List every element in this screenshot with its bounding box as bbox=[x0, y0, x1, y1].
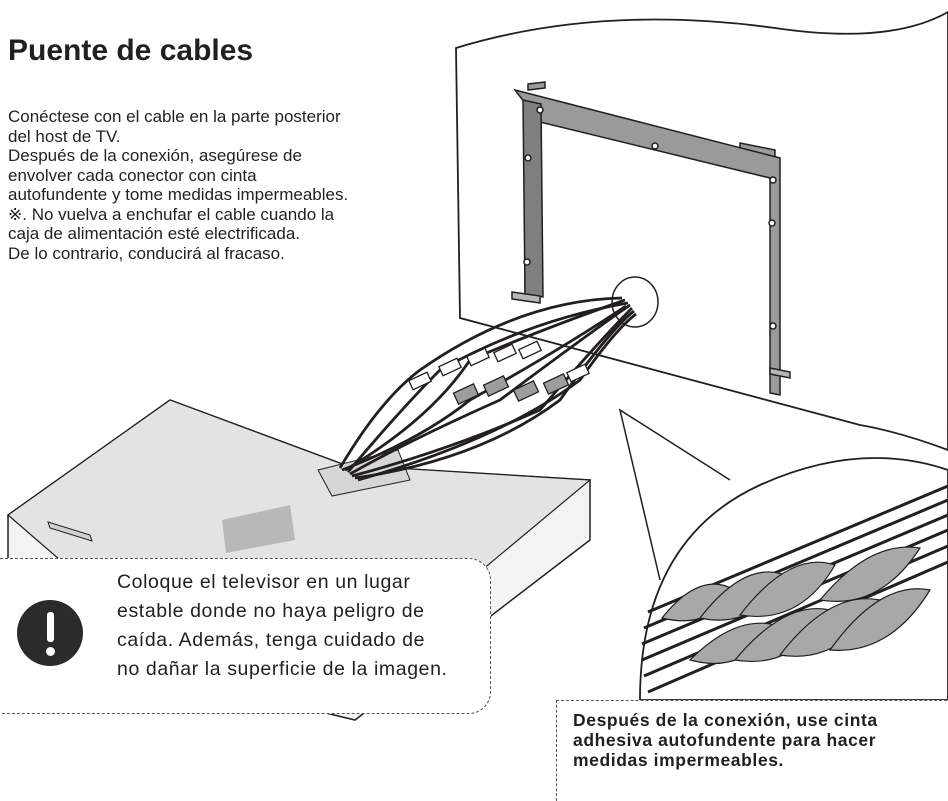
page-title: Puente de cables bbox=[8, 34, 254, 67]
mounting-bracket bbox=[511, 81, 791, 396]
instruction-line: Conéctese con el cable en la parte poste… bbox=[8, 107, 341, 126]
instruction-line: del host de TV. bbox=[8, 126, 121, 146]
warning-line: no dañar la superficie de la imagen. bbox=[117, 658, 448, 680]
note-line: Después de la conexión, use cinta bbox=[573, 710, 878, 730]
note-text: Después de la conexión, use cinta adhesi… bbox=[573, 710, 948, 770]
instruction-line: autofundente y tome medidas impermeables… bbox=[8, 185, 349, 204]
cable-connectors bbox=[407, 340, 591, 405]
instruction-line: ※. No vuelva a enchufar el cable cuando … bbox=[8, 204, 335, 224]
cable-bundle bbox=[338, 296, 637, 482]
instruction-line: Después de la conexión, asegúrese de bbox=[8, 146, 302, 165]
warning-line: Coloque el televisor en un lugar bbox=[117, 571, 411, 593]
warning-line: caída. Además, tenga cuidado de bbox=[117, 629, 426, 651]
note-line: adhesiva autofundente para hacer bbox=[573, 730, 877, 750]
sealing-tape bbox=[660, 546, 931, 664]
wall-hole bbox=[611, 276, 659, 328]
note-line: medidas impermeables. bbox=[573, 750, 785, 770]
instructions-text: Conéctese con el cable en la parte poste… bbox=[8, 107, 448, 263]
instruction-line: caja de alimentación esté electrificada. bbox=[8, 224, 300, 243]
instruction-line: De lo contrario, conducirá al fracaso. bbox=[8, 243, 285, 263]
instruction-line: envolver cada conector con cinta bbox=[8, 165, 257, 185]
warning-line: estable donde no haya peligro de bbox=[117, 600, 425, 622]
warning-text: Coloque el televisor en un lugar estable… bbox=[117, 568, 497, 684]
exclamation-icon bbox=[17, 600, 83, 666]
